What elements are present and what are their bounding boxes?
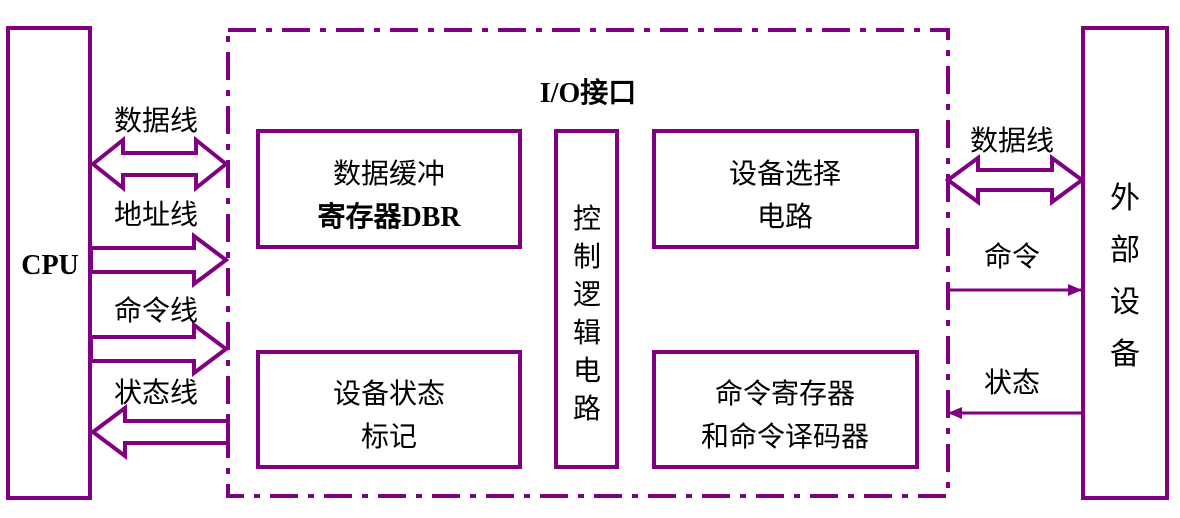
svg-text:制: 制	[573, 240, 601, 273]
dbr-label-1: 数据缓冲	[333, 157, 445, 190]
command-register-box	[652, 350, 919, 469]
svg-text:设: 设	[1110, 285, 1140, 320]
status-flag-label-2: 标记	[361, 420, 417, 453]
external-device-box	[1081, 26, 1169, 500]
svg-text:路: 路	[573, 392, 601, 425]
svg-text:逻: 逻	[573, 278, 601, 311]
control-logic-box	[554, 129, 619, 469]
cpu-status-bus-arrow	[89, 404, 230, 460]
device-select-label-2: 电路	[757, 200, 813, 233]
io-interface-title: I/O接口	[540, 77, 636, 109]
cpu-command-bus-arrow	[89, 321, 230, 377]
cpu-label: CPU	[21, 250, 79, 281]
device-select-label-1: 设备选择	[729, 157, 841, 190]
cpu-data-bus-arrow	[89, 135, 230, 193]
svg-text:备: 备	[1110, 337, 1140, 372]
device-data-bus-arrow	[944, 154, 1086, 206]
svg-text:辑: 辑	[573, 316, 601, 349]
status-flag-box	[256, 350, 522, 469]
cpu-data-line-label: 数据线	[114, 104, 198, 137]
svg-text:电: 电	[573, 354, 601, 387]
device-status-arrow-head	[948, 407, 962, 419]
dbr-label-2: 寄存器DBR	[317, 200, 461, 233]
dbr-box	[256, 129, 522, 249]
device-command-arrow-head	[1068, 284, 1082, 296]
svg-text:控: 控	[573, 202, 601, 235]
command-register-label-1: 命令寄存器	[715, 377, 855, 410]
external-device-label: 外 部 设 备	[1110, 181, 1140, 372]
svg-text:部: 部	[1110, 233, 1140, 268]
control-logic-label: 控 制 逻 辑 电 路	[573, 202, 601, 425]
device-status-label: 状态	[984, 366, 1040, 399]
command-register-label-2: 和命令译码器	[701, 420, 869, 453]
status-flag-label-1: 设备状态	[333, 377, 445, 410]
cpu-address-bus-arrow	[89, 232, 230, 288]
device-command-label: 命令	[984, 240, 1040, 273]
device-data-line-label: 数据线	[970, 124, 1054, 157]
cpu-command-line-label: 命令线	[114, 294, 198, 327]
svg-text:外: 外	[1110, 181, 1140, 216]
device-select-box	[652, 129, 919, 249]
cpu-status-line-label: 状态线	[114, 376, 198, 409]
cpu-address-line-label: 地址线	[114, 198, 198, 231]
